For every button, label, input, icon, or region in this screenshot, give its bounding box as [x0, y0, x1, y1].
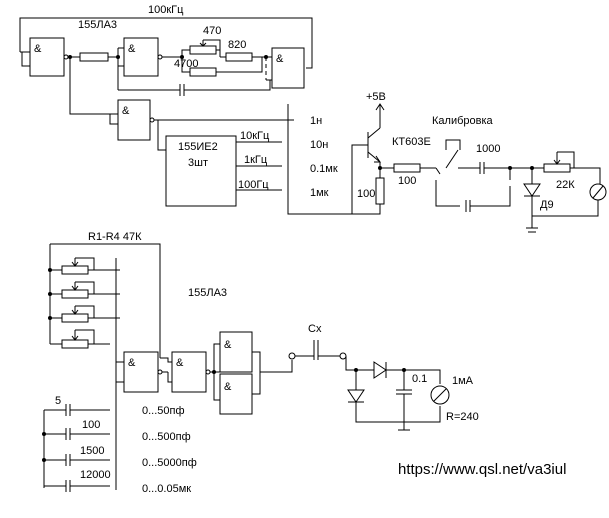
capacitor-100: 100 — [42, 419, 110, 440]
resistor-4700-label: 4700 — [174, 58, 198, 70]
transistor-label: КТ603Е — [392, 136, 431, 148]
capacitor-12000: 12000 — [44, 469, 111, 492]
ic-top-label: 155ЛА3 — [78, 19, 117, 31]
supply-label: +5В — [366, 91, 386, 103]
meter-resistance-label: R=240 — [446, 411, 479, 423]
gate-7-symbol: & — [224, 339, 232, 351]
resistor-r3 — [48, 305, 120, 323]
nand-gate-1 — [29, 37, 65, 77]
switch-1n-label: 1н — [310, 115, 322, 127]
nand-gate-6 — [171, 351, 207, 393]
cx-terminal-left[interactable] — [288, 352, 296, 360]
resistor-r2 — [48, 281, 120, 299]
gate-2-symbol: & — [128, 43, 136, 55]
resistor-820-label: 820 — [228, 39, 246, 51]
potentiometer-470 — [189, 45, 217, 55]
output-1khz-label: 1кГц — [244, 154, 268, 166]
output-stage: +5В КТ603Е 100 100 Калибровка 1000 — [340, 91, 607, 233]
resistor-100-emitter-label: 100 — [357, 188, 375, 200]
ic-bottom-label: 155ЛА3 — [188, 287, 227, 299]
range-50pf-label: 0...50пф — [142, 405, 185, 417]
gate-3-symbol: & — [276, 53, 284, 65]
oscillator-frequency-label: 100кГц — [148, 4, 184, 16]
source-url: https://www.qsl.net/va3iul — [398, 461, 566, 478]
switch-01mk-label: 0.1мк — [310, 163, 338, 175]
oscillator-section: 100кГц 155ЛА3 & & 470 820 — [19, 4, 313, 125]
cx-terminal-right[interactable] — [339, 352, 347, 360]
resistor-r-osc — [79, 52, 109, 62]
resistor-r1 — [48, 257, 120, 275]
svg-text:12000: 12000 — [80, 469, 111, 481]
resistor-bank-label: R1-R4 47К — [88, 231, 142, 243]
output-100hz-label: 100Гц — [238, 179, 269, 191]
gate-1-symbol: & — [34, 43, 42, 55]
range-500pf-label: 0...500пф — [142, 431, 191, 443]
range-005mk-label: 0...0.05мк — [142, 483, 191, 495]
capacitor-1500: 1500 — [42, 445, 110, 466]
resistor-r4 — [50, 329, 110, 349]
nand-gate-7 — [219, 331, 253, 373]
counter-name-label: 155ИЕ2 — [178, 141, 218, 153]
meter-range-label: 1мА — [452, 375, 474, 387]
resistor-820 — [225, 52, 253, 62]
calibration-label: Калибровка — [432, 115, 494, 127]
output-10khz-label: 10кГц — [240, 130, 270, 142]
resistor-100-series — [393, 163, 421, 173]
divider-section: & 155ИЕ2 3шт 10кГц 1кГц 100Гц 1н 10н 0.1… — [117, 99, 340, 215]
range-5000pf-label: 0...5000пф — [142, 457, 197, 469]
svg-text:1500: 1500 — [80, 445, 104, 457]
gate-5-symbol: & — [128, 357, 136, 369]
counter-qty-label: 3шт — [188, 157, 208, 169]
nand-gate-5 — [123, 351, 159, 393]
capacitor-1000-label: 1000 — [476, 143, 500, 155]
capacitor-01-label: 0.1 — [412, 373, 427, 385]
potentiometer-22k — [543, 163, 571, 173]
bottom-generator: R1-R4 47К — [42, 231, 479, 495]
counter-155ie2 — [165, 135, 237, 207]
nand-gate-8 — [219, 373, 253, 415]
pot-470-label: 470 — [203, 25, 221, 37]
diode-d9 — [523, 183, 541, 197]
diode-d9-label: Д9 — [540, 199, 554, 211]
nand-gate-3 — [271, 47, 305, 89]
switch-1mk-label: 1мк — [310, 187, 329, 199]
switch-10n-label: 10н — [310, 139, 328, 151]
resistor-100-emitter — [375, 177, 385, 205]
diode-detector — [373, 361, 387, 379]
svg-text:5: 5 — [55, 395, 61, 407]
capacitor-5: 5 — [44, 395, 110, 416]
svg-text:100: 100 — [82, 419, 100, 431]
cx-label: Сх — [308, 323, 322, 335]
diode-clamp — [347, 389, 365, 403]
potentiometer-22k-label: 22К — [556, 179, 575, 191]
gate-6-symbol: & — [176, 357, 184, 369]
gate-8-symbol: & — [224, 381, 232, 393]
gate-4-symbol: & — [122, 105, 130, 117]
resistor-100-series-label: 100 — [398, 175, 416, 187]
